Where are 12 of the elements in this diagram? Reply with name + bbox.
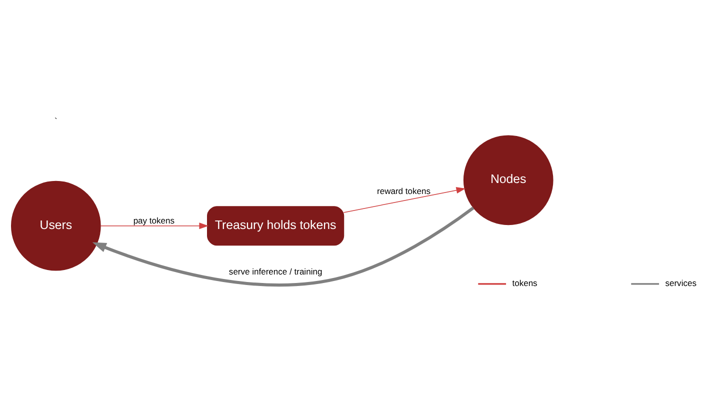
label: ` bbox=[54, 116, 58, 126]
edge-label: reward tokens bbox=[377, 185, 431, 196]
node-circle: Users bbox=[11, 180, 101, 270]
edge-label: serve inference / training bbox=[228, 266, 322, 276]
node-box: Treasury holds tokens bbox=[207, 206, 344, 246]
arrow bbox=[100, 222, 209, 229]
node-circle: Nodes bbox=[463, 134, 554, 225]
legend-label: services bbox=[665, 278, 696, 288]
legend-label: tokens bbox=[512, 278, 538, 288]
arrow bbox=[92, 206, 474, 286]
edge-label: pay tokens bbox=[133, 214, 175, 225]
arrow bbox=[343, 186, 466, 212]
